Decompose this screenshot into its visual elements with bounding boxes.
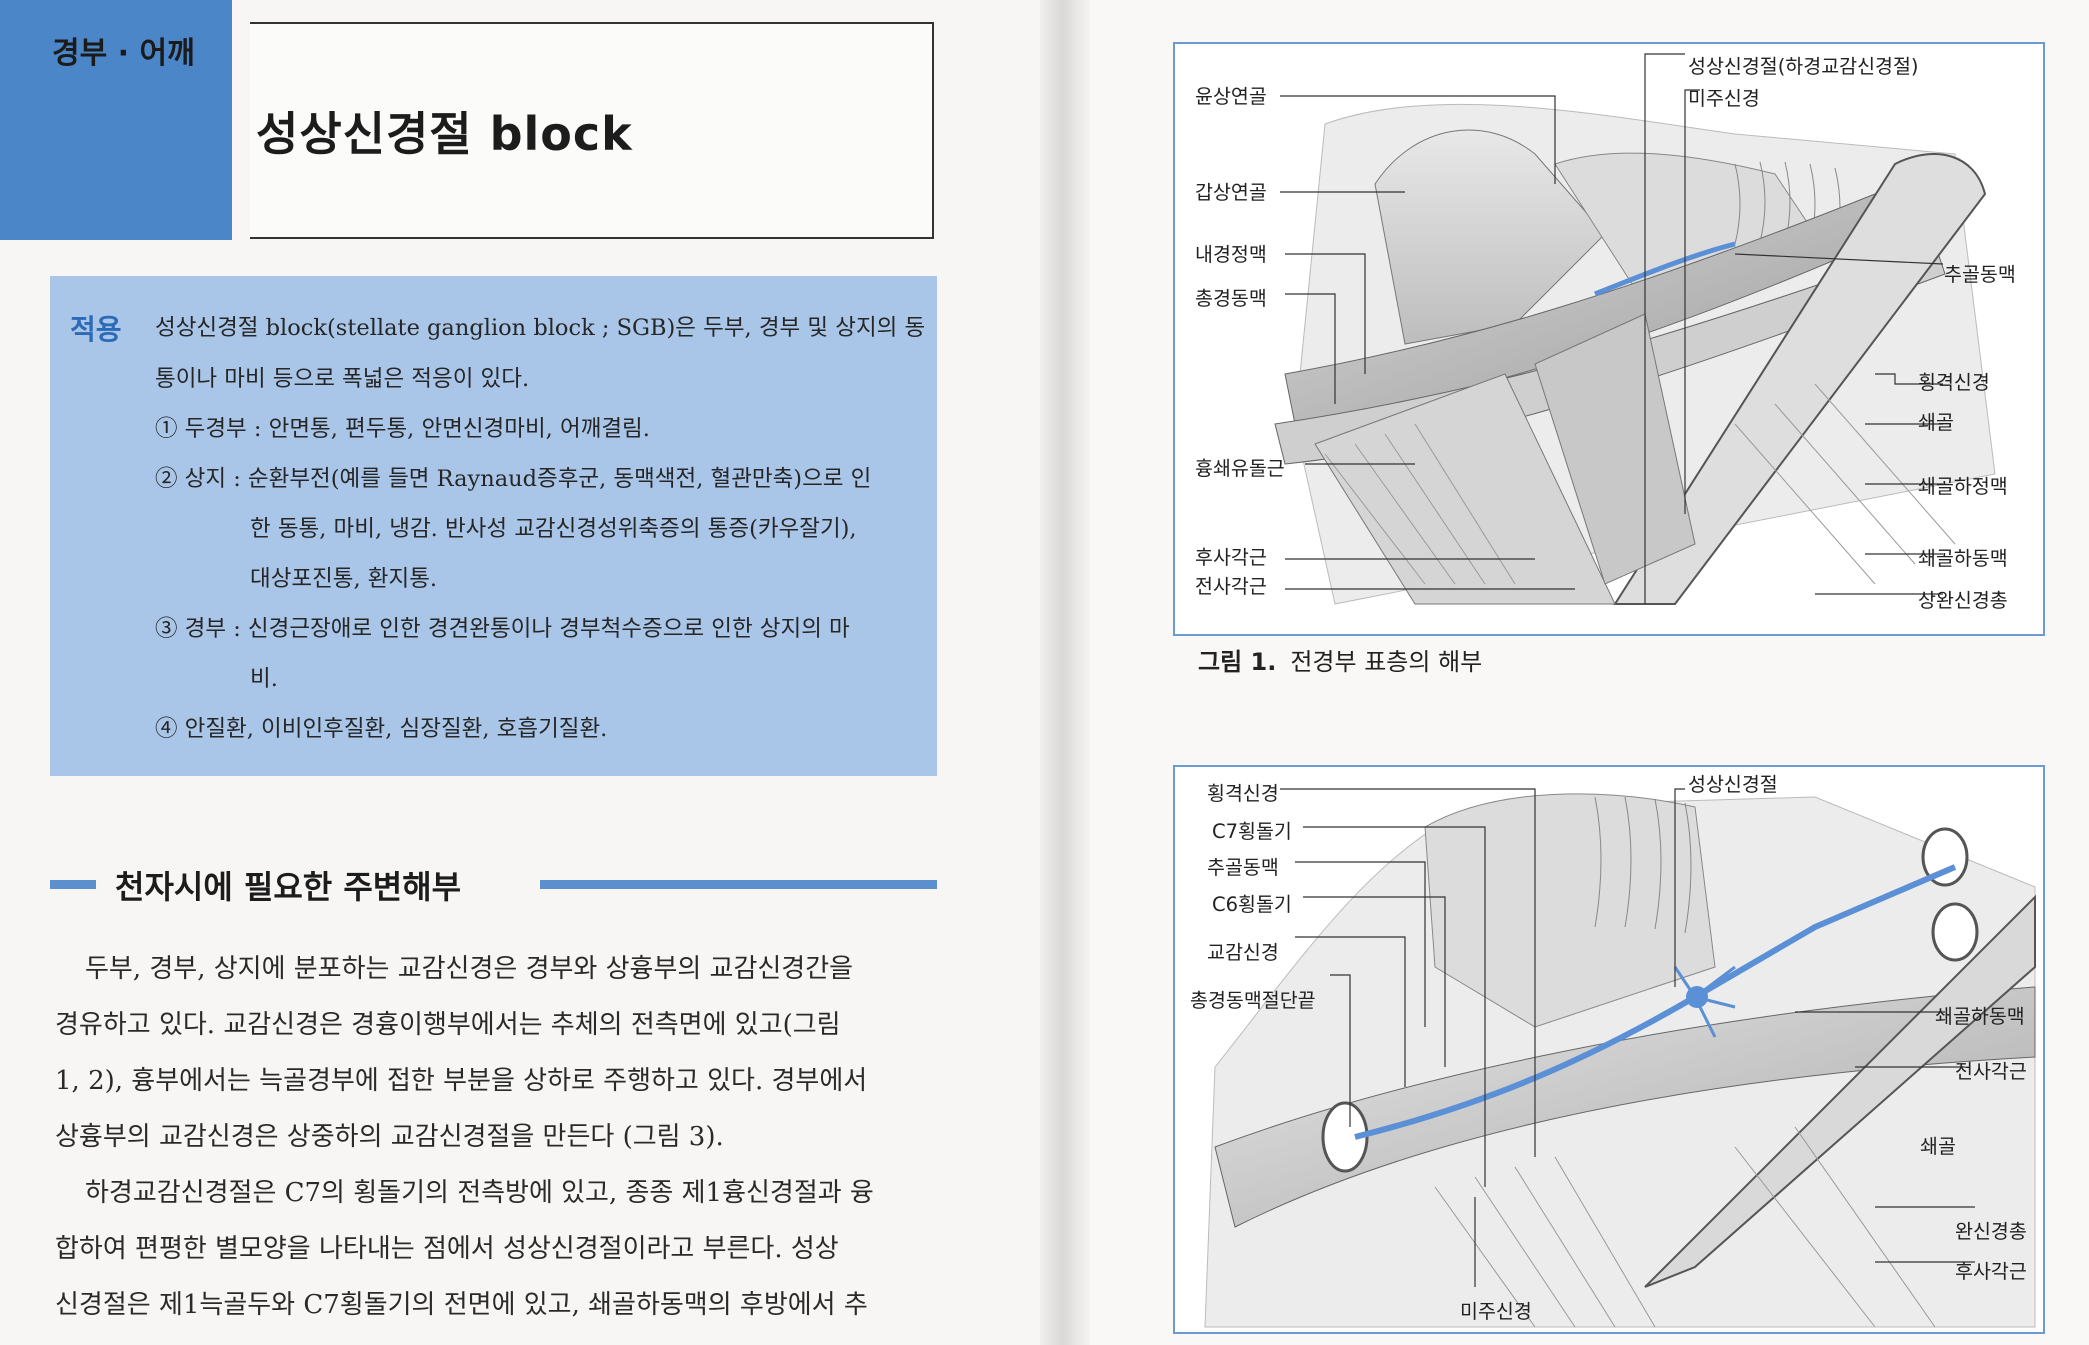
body-line: 1, 2), 흉부에서는 늑골경부에 접한 부분을 상하로 주행하고 있다. 경…	[55, 1066, 868, 1096]
fig1-label-left: 후사각근	[1195, 546, 1267, 569]
fig2-label-top: 성상신경절	[1688, 773, 1778, 796]
figure1-frame	[1173, 42, 2045, 636]
body-line: 합하여 편평한 별모양을 나타내는 점에서 성상신경절이라고 부른다. 성상	[55, 1234, 839, 1264]
fig2-label-right: 완신경총	[1955, 1220, 2027, 1243]
page-title: 성상신경절 block	[256, 107, 633, 161]
fig1-label-left: 내경정맥	[1195, 243, 1267, 266]
caption-text: 전경부 표층의 해부	[1290, 648, 1483, 676]
header-accent-block	[0, 0, 232, 240]
body-line: 신경절은 제1늑골두와 C7횡돌기의 전면에 있고, 쇄골하동맥의 후방에서 추	[55, 1290, 868, 1320]
fig2-label-bottom: 미주신경	[1460, 1300, 1532, 1323]
fig2-label-right: 전사각근	[1955, 1060, 2027, 1083]
indication-line: 통이나 마비 등으로 폭넓은 적응이 있다.	[155, 366, 530, 392]
title-box	[250, 22, 934, 239]
indication-line: ② 상지 : 순환부전(예를 들면 Raynaud증후군, 동맥색전, 혈관만축…	[155, 466, 872, 492]
section-tag: 경부 · 어깨	[52, 36, 195, 71]
indication-box	[50, 276, 937, 776]
body-line: 경유하고 있다. 교감신경은 경흉이행부에서는 추체의 전측면에 있고(그림	[55, 1010, 841, 1040]
indication-line: 한 동통, 마비, 냉감. 반사성 교감신경성위축증의 통증(카우잘기),	[250, 516, 857, 542]
indication-line: ④ 안질환, 이비인후질환, 심장질환, 호흡기질환.	[155, 716, 608, 742]
fig1-label-left: 전사각근	[1195, 575, 1267, 598]
body-line: 두부, 경부, 상지에 분포하는 교감신경은 경부와 상흉부의 교감신경간을	[85, 954, 854, 984]
figure1-caption: 그림 1. 전경부 표층의 해부	[1198, 642, 1482, 677]
fig2-label-right: 후사각근	[1955, 1260, 2027, 1283]
section-bar-left	[50, 880, 96, 889]
fig2-label-left: 횡격신경	[1207, 782, 1279, 805]
fig1-label-right: 쇄골하동맥	[1918, 547, 2008, 570]
fig1-label-left: 윤상연골	[1195, 85, 1267, 108]
fig1-label-right: 횡격신경	[1918, 371, 1990, 394]
fig1-label-left: 흉쇄유돌근	[1195, 457, 1285, 480]
fig2-label-left: 추골동맥	[1207, 856, 1279, 879]
fig2-label-left: 총경동맥절단끝	[1190, 989, 1316, 1012]
fig1-label-right: 쇄골	[1918, 411, 1954, 434]
fig2-label-left: C7횡돌기	[1212, 820, 1292, 843]
figure1-illustration	[1274, 53, 1996, 605]
fig1-label-top: 성상신경절(하경교감신경절)	[1688, 55, 1919, 78]
indication-line: 비.	[250, 666, 278, 692]
fig1-label-right: 상완신경총	[1918, 589, 2008, 612]
fig1-label-right: 추골동맥	[1944, 263, 2016, 286]
indication-line: 대상포진통, 환지통.	[250, 566, 438, 592]
fig1-label-left: 갑상연골	[1195, 181, 1267, 204]
section-bar-right	[540, 880, 937, 889]
figure2-illustration	[1204, 788, 2036, 1328]
body-line: 하경교감신경절은 C7의 횡돌기의 전측방에 있고, 종종 제1흉신경절과 융	[85, 1178, 874, 1208]
fig2-label-right: 쇄골하동맥	[1935, 1005, 2025, 1028]
section-heading: 천자시에 필요한 주변해부	[115, 868, 462, 906]
fig2-label-left: 교감신경	[1207, 941, 1279, 964]
book-gutter	[1040, 0, 1090, 1345]
fig1-label-right: 쇄골하정맥	[1918, 475, 2008, 498]
caption-number: 그림 1.	[1198, 648, 1277, 676]
body-line: 상흉부의 교감신경은 상중하의 교감신경절을 만든다 (그림 3).	[55, 1122, 724, 1152]
indication-label: 적용	[70, 313, 122, 346]
indication-line: 성상신경절 block(stellate ganglion block ; SG…	[155, 315, 926, 341]
indication-line: ① 두경부 : 안면통, 편두통, 안면신경마비, 어깨결림.	[155, 416, 650, 442]
figure2-frame	[1173, 765, 2045, 1334]
left-page: 경부 · 어깨 성상신경절 block 적용 성상신경절 block(stell…	[0, 0, 1040, 1345]
fig1-label-left: 총경동맥	[1195, 287, 1267, 310]
fig2-label-right: 쇄골	[1920, 1135, 1956, 1158]
indication-line: ③ 경부 : 신경근장애로 인한 경견완통이나 경부척수증으로 인한 상지의 마	[155, 616, 850, 642]
fig1-label-top: 미주신경	[1688, 87, 1760, 110]
fig2-label-left: C6횡돌기	[1212, 893, 1292, 916]
